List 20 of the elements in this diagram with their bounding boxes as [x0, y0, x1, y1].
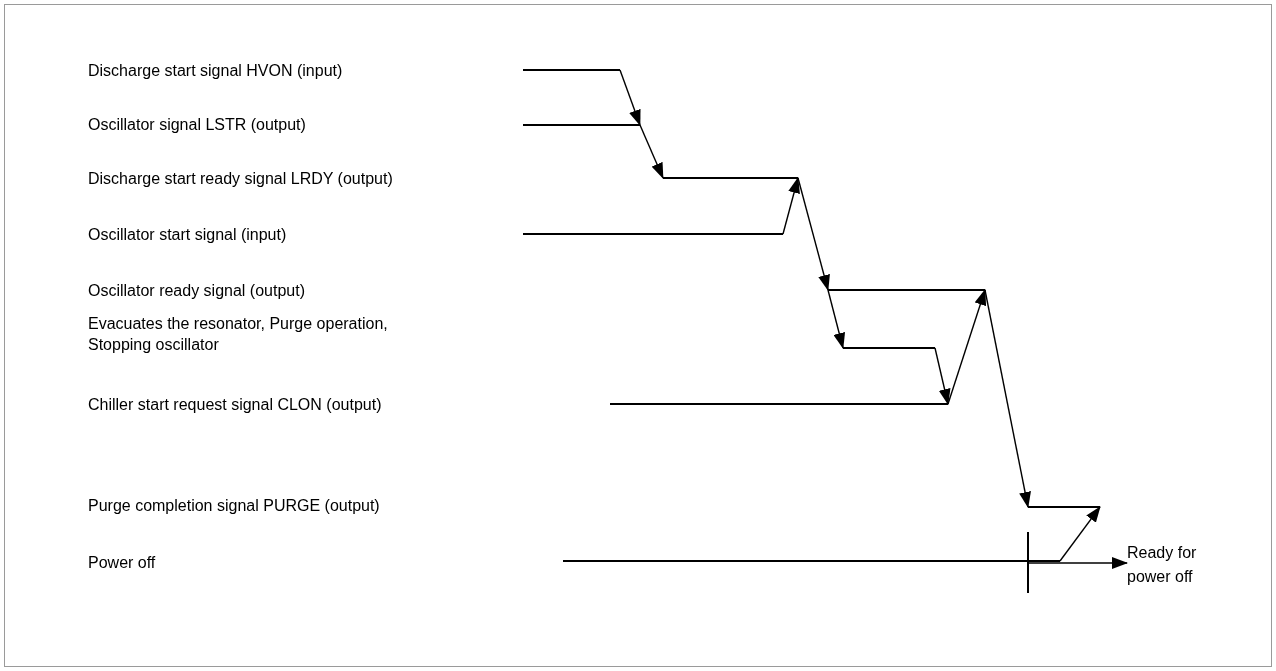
- arrow: [1059, 506, 1101, 562]
- signal-name: Evacuates the resonator, Purge operation, Stopping oscillator: [88, 314, 389, 355]
- status-label: Ready for power off: [1127, 541, 1237, 589]
- signal-name: Oscillator signal LSTR (output): [88, 115, 306, 135]
- arrow: [639, 124, 664, 179]
- signal-name: Discharge start ready signal LRDY (output): [88, 169, 393, 189]
- arrow: [827, 289, 846, 349]
- signal-name: Purge completion signal PURGE (output): [88, 496, 380, 516]
- arrow: [782, 177, 800, 235]
- arrow: [1027, 557, 1128, 569]
- signal-name: Oscillator start signal (input): [88, 225, 287, 245]
- arrow: [934, 347, 951, 405]
- signal-name: Discharge start signal HVON (input): [88, 61, 343, 81]
- signal-name: Power off: [88, 553, 156, 573]
- arrow: [797, 177, 830, 291]
- arrow: [619, 69, 641, 126]
- arrow: [984, 289, 1031, 508]
- signal-name: Oscillator ready signal (output): [88, 281, 305, 301]
- arrow: [947, 289, 987, 405]
- signal-name: Chiller start request signal CLON (output): [88, 395, 382, 415]
